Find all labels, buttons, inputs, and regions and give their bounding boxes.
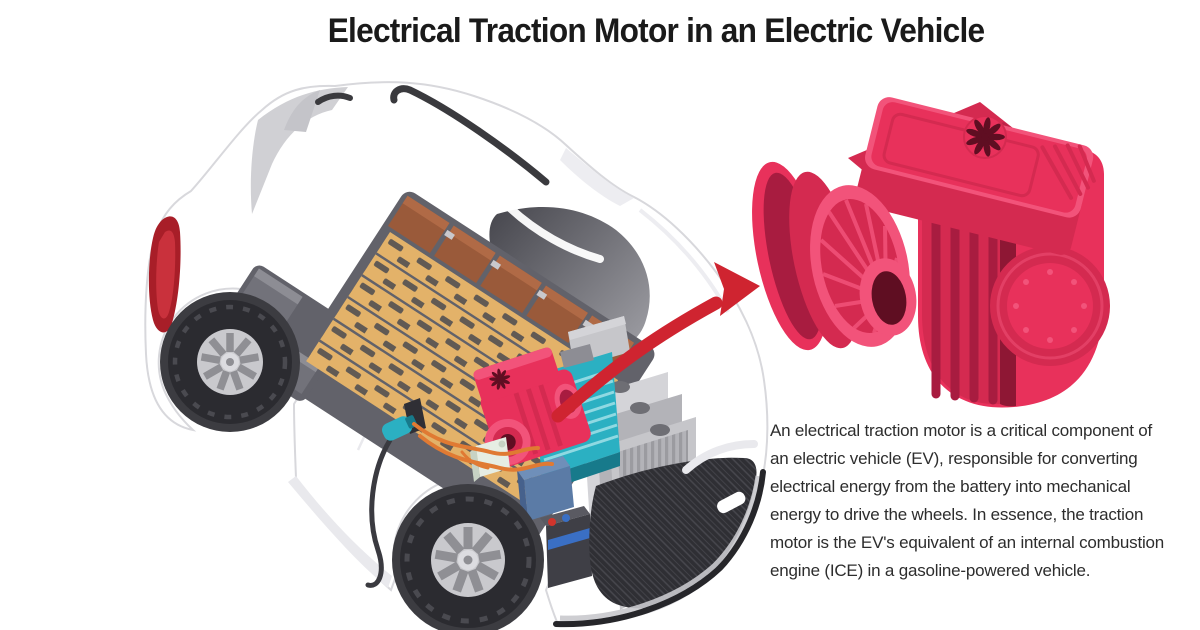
charging-plug	[365, 398, 426, 588]
front-wheel	[392, 484, 544, 630]
page-title: Electrical Traction Motor in an Electric…	[327, 12, 985, 50]
description-line: An electrical traction motor is a critic…	[770, 421, 1153, 440]
description-line: electrical energy from the battery into …	[770, 477, 1131, 496]
motor-end-cap	[990, 246, 1110, 366]
description-line: motor is the EV's equivalent of an inter…	[770, 533, 1165, 552]
description-line: energy to drive the wheels. In essence, …	[770, 505, 1144, 524]
headlight-swoosh	[682, 440, 758, 474]
aux-battery-12v	[540, 506, 592, 588]
motor-drum	[752, 161, 917, 351]
description-line: an electric vehicle (EV), responsible fo…	[770, 449, 1138, 468]
fan-vent-icon	[963, 115, 1007, 159]
rear-spoiler-wedge	[284, 90, 320, 132]
roof-edge-shadow	[560, 148, 634, 206]
description-line: engine (ICE) in a gasoline-powered vehic…	[770, 561, 1091, 580]
front-grille	[553, 440, 766, 628]
power-cables-orange	[412, 422, 554, 472]
traction-motor-large	[752, 97, 1110, 408]
bumper-chrome-strip	[559, 475, 761, 621]
taillight-inner	[156, 230, 176, 319]
cabin-rim-highlight	[448, 188, 604, 263]
description-text: An electrical traction motor is a critic…	[770, 417, 1164, 585]
fog-vent	[717, 491, 746, 514]
traction-motor-small	[473, 347, 591, 467]
sill-shadow	[288, 476, 392, 588]
car-illustration	[144, 81, 769, 630]
onboard-charger	[517, 456, 574, 521]
callout-arrow	[551, 262, 760, 423]
charging-cable	[365, 437, 393, 588]
roof-rails	[315, 85, 550, 186]
rear-wheel	[160, 292, 300, 432]
bumper-lip	[553, 469, 766, 628]
rear-glass-band	[250, 87, 348, 214]
motor-rib-panel	[922, 196, 1000, 405]
